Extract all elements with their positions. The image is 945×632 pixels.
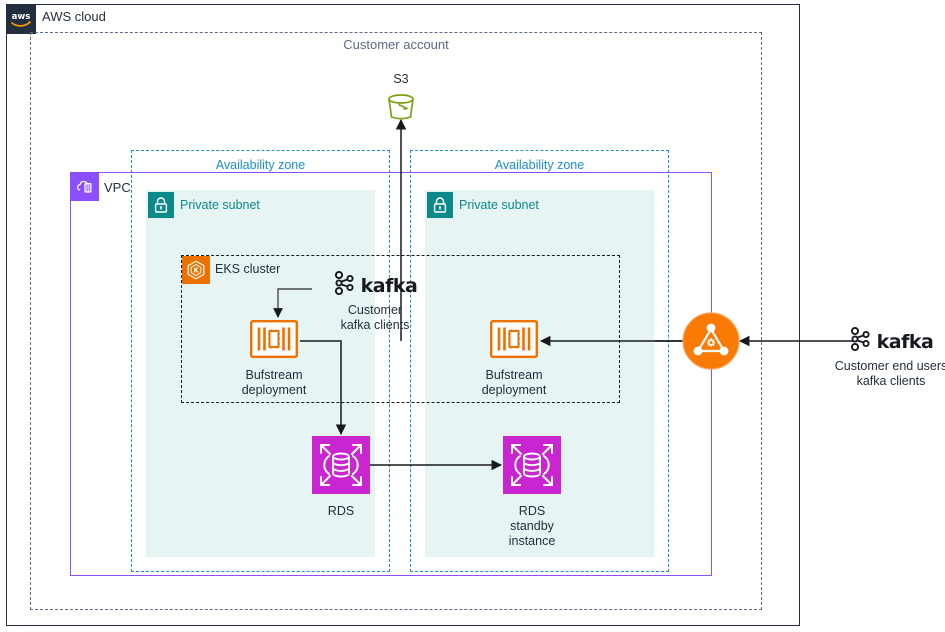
kafka-wordmark: kafka (360, 274, 418, 297)
private-subnet-right-label: Private subnet (459, 198, 539, 212)
kafka-wordmark: kafka (876, 330, 934, 353)
rds-database-icon (503, 436, 561, 499)
bufstream-deployment-right-node[interactable]: Bufstream deployment (468, 320, 560, 398)
s3-label: S3 (393, 72, 409, 86)
private-subnet-right-container (425, 190, 654, 557)
bufstream-deployment-left-node[interactable]: Bufstream deployment (228, 320, 320, 398)
svg-text:aws: aws (12, 12, 31, 22)
rds-database-icon (312, 436, 370, 499)
availability-zone-right-label: Availability zone (494, 158, 585, 172)
customer-kafka-clients-node[interactable]: kafka Customer kafka clients (300, 270, 450, 333)
rds-standby-node[interactable]: RDS standby instance (487, 436, 577, 549)
aws-cloud-label: AWS cloud (42, 9, 106, 24)
eks-cluster-label: EKS cluster (215, 262, 281, 276)
vpc-cloud-icon (71, 173, 99, 201)
chip-icon (250, 320, 298, 363)
chip-icon (490, 320, 538, 363)
private-subnet-left-container (146, 190, 375, 557)
connector-kafka-clients-to-bufstream (273, 288, 312, 318)
rds-primary-label: RDS (327, 504, 355, 518)
lock-icon (427, 192, 453, 218)
customer-account-label: Customer account (343, 37, 449, 52)
rds-standby-label: RDS standby instance (508, 504, 556, 548)
private-subnet-left-label: Private subnet (180, 198, 260, 212)
availability-zone-right-container (410, 150, 669, 572)
customer-end-users-kafka-clients-node[interactable]: kafka Customer end users kafka clients (826, 326, 945, 389)
availability-zone-left-container (131, 150, 390, 572)
s3-node[interactable]: S3 (371, 72, 431, 129)
customer-account-container (30, 32, 762, 610)
network-load-balancer-node[interactable] (681, 312, 741, 375)
svg-text:K: K (193, 266, 199, 274)
customer-kafka-clients-label: Customer kafka clients (340, 303, 410, 332)
customer-end-users-kafka-clients-label: Customer end users kafka clients (834, 359, 945, 388)
vpc-label: VPC (104, 180, 131, 195)
vpc-container (70, 172, 712, 576)
bufstream-deployment-right-label: Bufstream deployment (481, 368, 547, 397)
kafka-logo-icon (333, 270, 357, 301)
lock-icon (148, 192, 174, 218)
connector-bufstream-to-rds (300, 340, 347, 436)
network-load-balancer-icon (682, 312, 740, 375)
availability-zone-left-label: Availability zone (215, 158, 306, 172)
aws-cloud-container (6, 4, 800, 626)
rds-primary-node[interactable]: RDS (296, 436, 386, 519)
aws-logo-icon: aws (6, 4, 36, 34)
kafka-logo-icon (849, 326, 873, 357)
eks-hexagon-icon: K (182, 256, 210, 284)
bufstream-deployment-left-label: Bufstream deployment (241, 368, 307, 397)
s3-bucket-icon (384, 90, 418, 129)
